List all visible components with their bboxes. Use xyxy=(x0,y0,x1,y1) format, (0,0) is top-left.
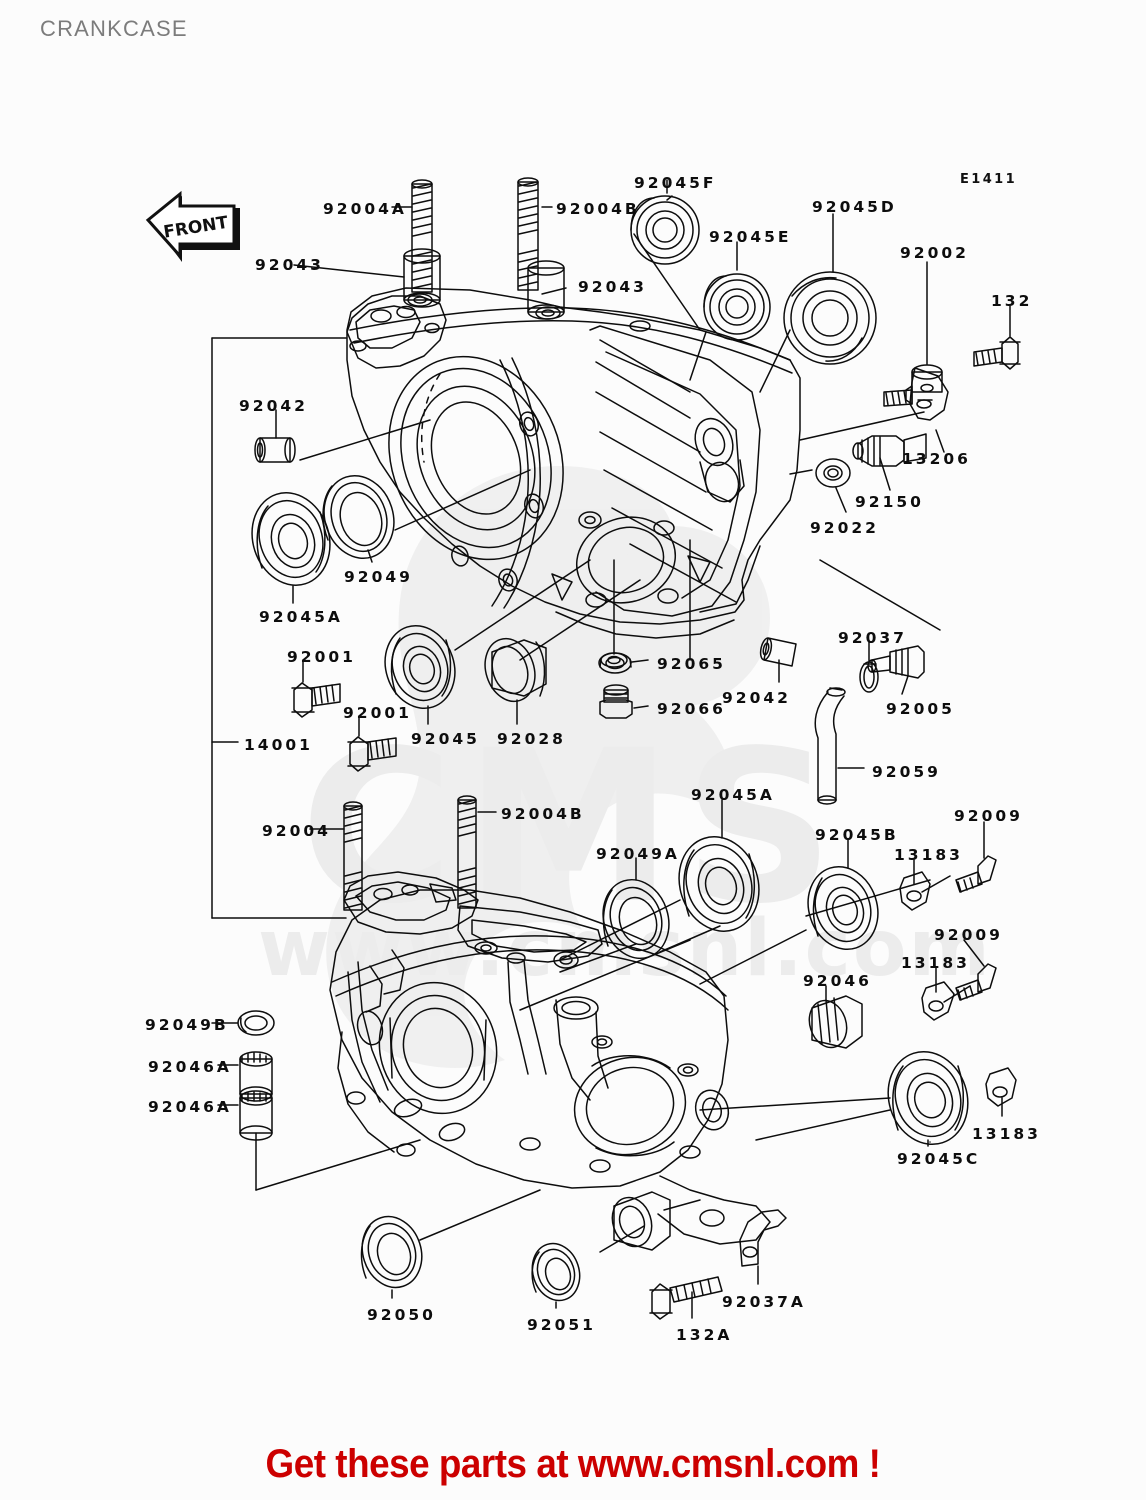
part-92065-washer xyxy=(598,652,632,674)
part-92046-needle-bearing xyxy=(808,995,863,1049)
part-92001-bolt-lower xyxy=(347,736,397,772)
part-92050-oil-seal xyxy=(360,1215,423,1289)
part-callout-92002[interactable]: 92002 xyxy=(900,244,969,262)
part-92001-bolt-upper xyxy=(291,682,341,718)
part-callout-92037[interactable]: 92037 xyxy=(838,629,907,647)
part-92051-oil-seal xyxy=(531,1242,581,1302)
part-92042-pin-upper xyxy=(254,437,296,463)
part-callout-92045b[interactable]: 92045B xyxy=(815,826,899,844)
part-92037-clamp xyxy=(859,661,879,693)
part-callout-92051[interactable]: 92051 xyxy=(527,1316,596,1334)
part-92002-bolt xyxy=(883,364,943,407)
part-callout-92028[interactable]: 92028 xyxy=(497,730,566,748)
part-132A-bolt xyxy=(649,1276,723,1320)
part-92045C-bearing xyxy=(887,1050,969,1146)
part-callout-92045[interactable]: 92045 xyxy=(411,730,480,748)
part-callout-92001[interactable]: 92001 xyxy=(343,704,412,722)
part-92043-collar-right xyxy=(527,260,565,320)
part-callout-92049a[interactable]: 92049A xyxy=(596,845,680,863)
upper-crankcase-body xyxy=(346,287,801,668)
part-92045E-bearing xyxy=(703,273,771,341)
part-callout-92004b[interactable]: 92004B xyxy=(556,200,640,218)
part-callout-92001[interactable]: 92001 xyxy=(287,648,356,666)
part-92045D-bearing xyxy=(783,271,877,365)
part-callout-92004b[interactable]: 92004B xyxy=(501,805,585,823)
part-92059-hose xyxy=(814,687,846,805)
part-92046A-bushing-2 xyxy=(239,1090,273,1141)
part-13183-bracket-3 xyxy=(985,1067,1017,1107)
part-callout-92045a[interactable]: 92045A xyxy=(691,786,775,804)
part-callout-92042[interactable]: 92042 xyxy=(239,397,308,415)
part-callout-92046a[interactable]: 92046A xyxy=(148,1098,232,1116)
diagram-code: E1411 xyxy=(960,172,1018,187)
part-92022-washer xyxy=(815,458,851,488)
part-callout-92009[interactable]: 92009 xyxy=(934,926,1003,944)
part-callout-92009[interactable]: 92009 xyxy=(954,807,1023,825)
part-callout-92043[interactable]: 92043 xyxy=(255,256,324,274)
part-callout-92005[interactable]: 92005 xyxy=(886,700,955,718)
part-callout-92150[interactable]: 92150 xyxy=(855,493,924,511)
part-callout-92065[interactable]: 92065 xyxy=(657,655,726,673)
part-callout-132[interactable]: 132 xyxy=(991,292,1033,310)
part-callout-92059[interactable]: 92059 xyxy=(872,763,941,781)
part-13183-bracket-1 xyxy=(899,871,931,911)
part-callout-92045d[interactable]: 92045D xyxy=(812,198,897,216)
part-92004-stud-lower xyxy=(343,801,363,911)
part-callout-13183[interactable]: 13183 xyxy=(972,1125,1041,1143)
part-92004B-stud-lower xyxy=(457,795,477,909)
part-92004A-stud xyxy=(411,179,433,293)
part-13206-lever xyxy=(909,367,949,421)
part-92046-bushing-lower xyxy=(611,1191,671,1251)
part-callout-92004a[interactable]: 92004A xyxy=(323,200,407,218)
part-callout-92050[interactable]: 92050 xyxy=(367,1306,436,1324)
part-callout-92049[interactable]: 92049 xyxy=(344,568,413,586)
part-callout-14001[interactable]: 14001 xyxy=(244,736,313,754)
front-direction-marker: FRONT xyxy=(145,190,240,262)
part-92037A-bracket xyxy=(739,1209,787,1267)
part-callout-13183[interactable]: 13183 xyxy=(894,846,963,864)
part-callout-92045a[interactable]: 92045A xyxy=(259,608,343,626)
part-92049B-seal xyxy=(237,1010,275,1036)
part-callout-92022[interactable]: 92022 xyxy=(810,519,879,537)
part-92009-screw-2 xyxy=(955,963,997,1001)
part-callout-92066[interactable]: 92066 xyxy=(657,700,726,718)
part-92150-bolt xyxy=(852,433,927,467)
part-92049-oil-seal xyxy=(322,474,395,560)
part-92043-collar-left xyxy=(403,248,441,308)
part-callout-13206[interactable]: 13206 xyxy=(902,450,971,468)
part-callout-92037a[interactable]: 92037A xyxy=(722,1293,806,1311)
part-132-bolt xyxy=(973,336,1021,370)
part-92045B-bearing xyxy=(807,865,879,951)
part-92045F-bearing xyxy=(630,195,700,265)
part-callout-92049b[interactable]: 92049B xyxy=(145,1016,229,1034)
part-callout-92004[interactable]: 92004 xyxy=(262,822,331,840)
part-92046A-bushing-1 xyxy=(239,1051,273,1102)
part-callout-92046[interactable]: 92046 xyxy=(803,972,872,990)
part-callout-92045f[interactable]: 92045F xyxy=(634,174,717,192)
part-92045-bearing xyxy=(384,624,456,710)
page-title: CRANKCASE xyxy=(40,16,188,41)
part-92045A-bearing-upper xyxy=(251,492,331,586)
part-callout-92043[interactable]: 92043 xyxy=(578,278,647,296)
part-92049A-oil-seal xyxy=(602,878,670,960)
part-callout-92045e[interactable]: 92045E xyxy=(709,228,792,246)
part-callout-92046a[interactable]: 92046A xyxy=(148,1058,232,1076)
footer-promo: Get these parts at www.cmsnl.com ! xyxy=(265,1442,881,1486)
part-92066-plug xyxy=(599,684,633,719)
leader-lines xyxy=(211,179,1011,1319)
part-92045A-bearing-lower xyxy=(678,836,760,932)
part-13183-bracket-2 xyxy=(921,981,955,1021)
part-callout-92042[interactable]: 92042 xyxy=(722,689,791,707)
part-callout-13183[interactable]: 13183 xyxy=(901,954,970,972)
lower-crankcase-body xyxy=(329,871,771,1245)
part-callout-132a[interactable]: 132A xyxy=(676,1326,733,1344)
part-callout-92045c[interactable]: 92045C xyxy=(897,1150,981,1168)
part-92005-fitting xyxy=(867,645,925,679)
part-92042-pin-mid xyxy=(759,637,797,667)
part-92028-bushing xyxy=(484,637,547,703)
part-92009-screw-1 xyxy=(955,855,997,893)
